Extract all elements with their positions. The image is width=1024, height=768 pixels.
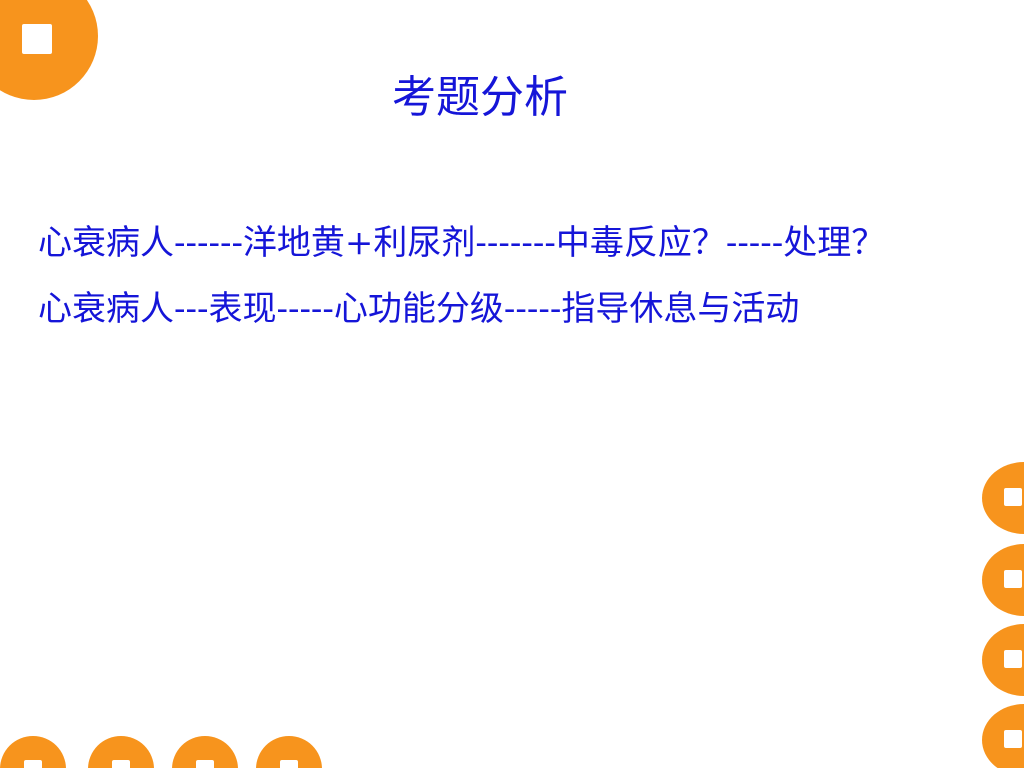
coin-hole [112,760,130,768]
coin-decoration-icon [982,624,1024,696]
coin-hole [22,24,52,54]
coin-decoration-icon [0,0,98,100]
coin-hole [1004,570,1022,588]
coin-decoration-icon [172,736,238,768]
coin-hole [1004,488,1022,506]
coin-decoration-icon [982,462,1024,534]
coin-decoration-icon [88,736,154,768]
coin-hole [24,760,42,768]
coin-hole [1004,730,1022,748]
coin-decoration-icon [0,736,66,768]
slide-title: 考题分析 [392,72,568,123]
bullet-paragraph: 心衰病人------洋地黄+利尿剂-------中毒反应？-----处理？ [38,223,886,263]
coin-decoration-icon [982,704,1024,768]
coin-decoration-icon [982,544,1024,616]
coin-hole [280,760,298,768]
coin-hole [196,760,214,768]
coin-decoration-icon [256,736,322,768]
slide-body: 心衰病人------洋地黄+利尿剂-------中毒反应？-----处理？ 心衰… [38,212,988,344]
bullet-paragraph: 心衰病人---表现-----心功能分级-----指导休息与活动 [38,289,800,329]
coin-hole [1004,650,1022,668]
